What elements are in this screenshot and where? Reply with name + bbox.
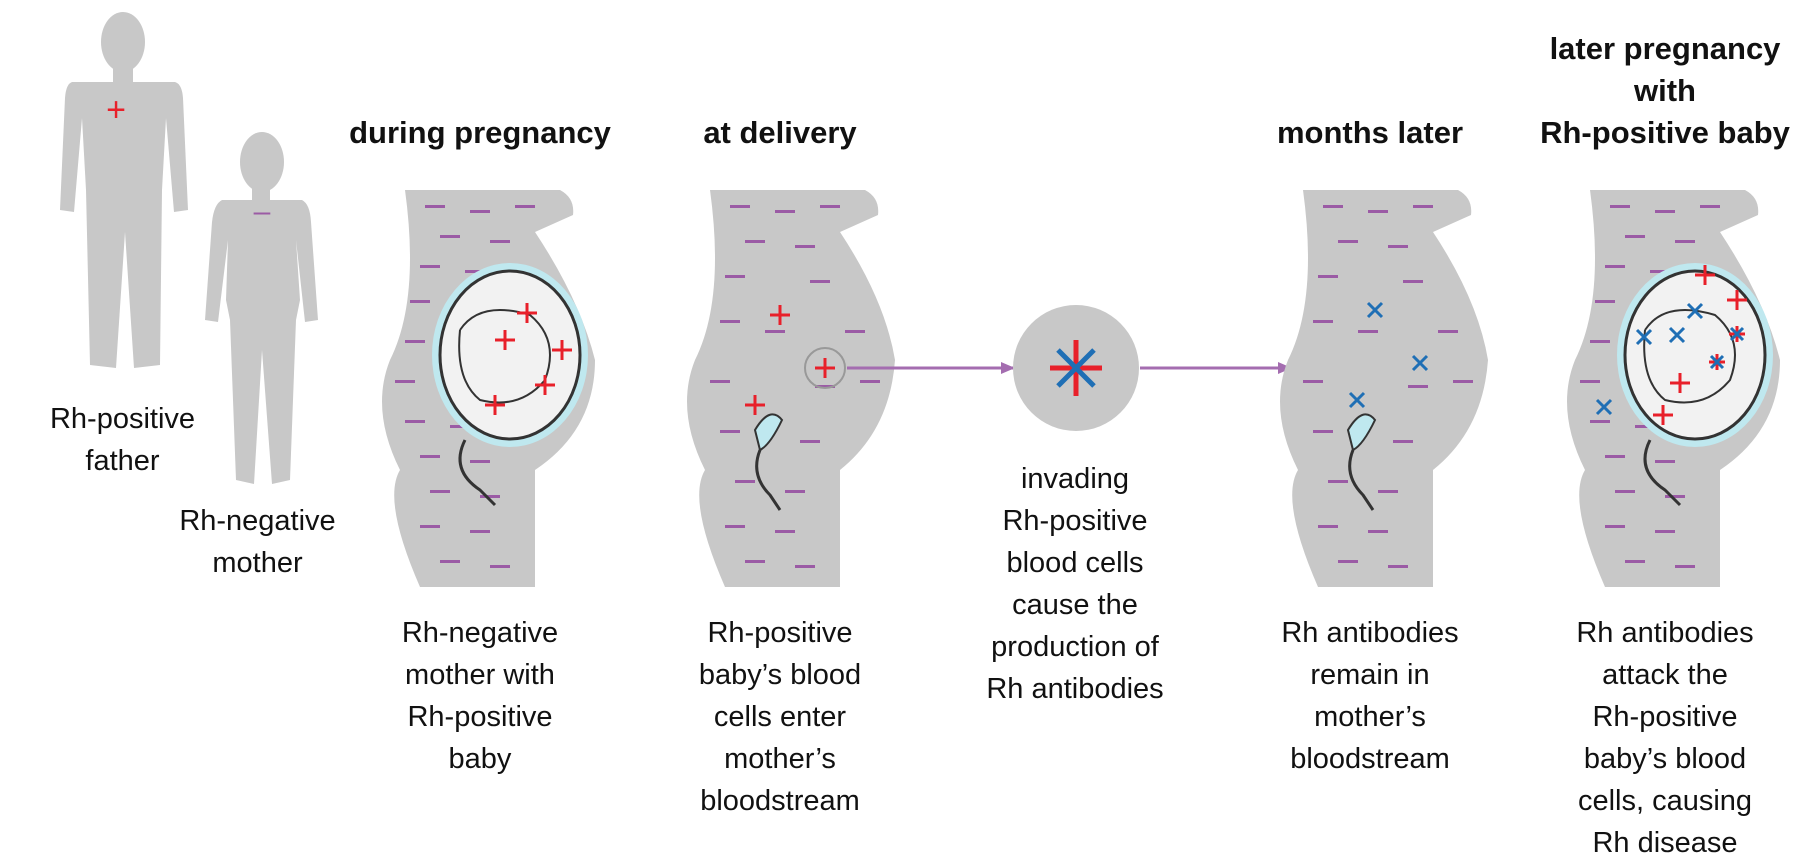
caption-line: Rh disease bbox=[1592, 827, 1738, 859]
caption-line: blood cells bbox=[1006, 547, 1144, 579]
stage-title-months-later: months later bbox=[1276, 115, 1464, 150]
mother-label-line-2: mother bbox=[212, 547, 303, 579]
stage-title-at-delivery: at delivery bbox=[703, 115, 857, 150]
caption-at-delivery: Rh-positive baby’s blood cells enter mot… bbox=[660, 612, 900, 822]
antibody-production-circle bbox=[1013, 305, 1139, 431]
caption-line: remain in bbox=[1310, 659, 1430, 691]
torso-during-pregnancy bbox=[382, 190, 595, 587]
later-pregnancy-title-line-2: with bbox=[1634, 73, 1696, 108]
caption-line: cause the bbox=[1012, 589, 1138, 621]
caption-months-later: Rh antibodies remain in mother’s bloodst… bbox=[1250, 612, 1490, 780]
caption-line: Rh-positive bbox=[1592, 701, 1738, 733]
caption-line: baby bbox=[448, 743, 512, 775]
caption-line: bloodstream bbox=[700, 785, 860, 817]
mother-label-line-1: Rh-negative bbox=[179, 505, 336, 537]
caption-line: mother with bbox=[405, 659, 555, 691]
torso-months-later bbox=[1280, 190, 1488, 587]
torso-at-delivery bbox=[687, 190, 895, 587]
caption-line: mother’s bbox=[1314, 701, 1426, 733]
caption-line: baby’s blood bbox=[1583, 743, 1747, 775]
caption-line: bloodstream bbox=[1290, 743, 1450, 775]
caption-line: Rh antibodies bbox=[1281, 617, 1459, 649]
mother-silhouette bbox=[205, 132, 318, 484]
caption-line: Rh-positive bbox=[707, 617, 853, 649]
mother-rh-negative-mark: – bbox=[254, 195, 271, 228]
father-label-line-2: father bbox=[85, 445, 160, 477]
stage-title-later-pregnancy: later pregnancy with Rh-positive baby bbox=[1515, 28, 1815, 154]
caption-line: mother’s bbox=[724, 743, 836, 775]
father-silhouette bbox=[60, 12, 188, 368]
father-rh-positive-mark: + bbox=[106, 91, 126, 129]
torso-later-pregnancy bbox=[1567, 190, 1780, 587]
later-pregnancy-title-line-3: Rh-positive baby bbox=[1540, 115, 1790, 150]
caption-line: cells, causing bbox=[1577, 785, 1753, 817]
stage-title-during-pregnancy: during pregnancy bbox=[349, 115, 611, 150]
caption-antibody-production: invading Rh-positive blood cells cause t… bbox=[955, 458, 1195, 710]
caption-line: production of bbox=[991, 631, 1159, 663]
caption-line: Rh-negative bbox=[401, 617, 559, 649]
later-pregnancy-title-line-1: later pregnancy bbox=[1549, 31, 1781, 66]
caption-later-pregnancy: Rh antibodies attack the Rh-positive bab… bbox=[1545, 612, 1785, 864]
caption-line: Rh-positive bbox=[1002, 505, 1148, 537]
caption-line: Rh antibodies bbox=[1576, 617, 1754, 649]
caption-line: Rh-positive bbox=[407, 701, 553, 733]
father-label-line-1: Rh-positive bbox=[49, 403, 196, 435]
caption-during-pregnancy: Rh-negative mother with Rh-positive baby bbox=[360, 612, 600, 780]
caption-line: cells enter bbox=[713, 701, 847, 733]
caption-line: Rh antibodies bbox=[986, 673, 1164, 705]
caption-line: baby’s blood bbox=[698, 659, 862, 691]
caption-line: attack the bbox=[1602, 659, 1728, 691]
father-label: Rh-positive father bbox=[20, 398, 225, 482]
mother-label: Rh-negative mother bbox=[155, 500, 360, 584]
caption-line: invading bbox=[1020, 463, 1130, 495]
